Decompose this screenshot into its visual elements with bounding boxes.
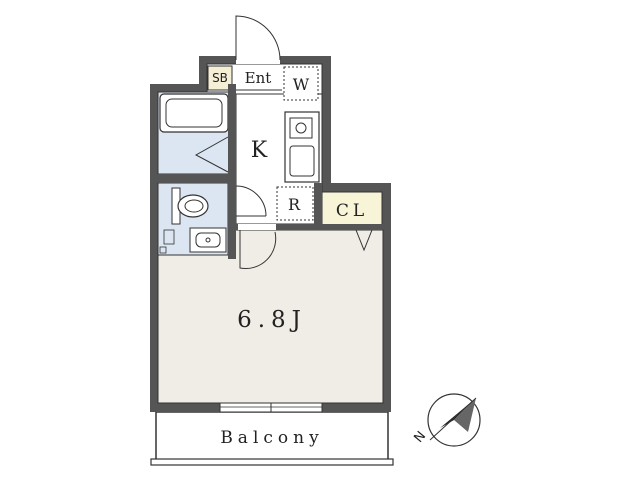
small-cabinet xyxy=(163,229,175,245)
refrigerator-space xyxy=(276,186,314,221)
room-door-gap xyxy=(238,224,276,230)
north-compass: N xyxy=(412,393,481,447)
washer-label: W xyxy=(293,75,310,94)
closet-doors xyxy=(355,229,373,252)
entrance-door-gap xyxy=(236,56,280,64)
partition-wall xyxy=(236,224,383,230)
balcony-base xyxy=(150,458,394,466)
toilet-bowl xyxy=(177,194,209,218)
stove-burner xyxy=(295,122,307,134)
basin-drain xyxy=(205,237,211,243)
room-floor xyxy=(157,229,384,404)
compass-needle-light xyxy=(454,398,476,432)
compass-needle-dark xyxy=(440,398,476,428)
partition-wall xyxy=(158,174,236,183)
balcony-area xyxy=(155,411,389,463)
stove xyxy=(289,117,313,139)
compass-axis xyxy=(429,397,477,441)
north-label: N xyxy=(412,429,430,446)
basin-bowl xyxy=(195,232,221,248)
washer-space xyxy=(283,66,319,101)
shoe-box-label: SB xyxy=(212,71,228,85)
partition-wall xyxy=(228,84,236,259)
partition-wall xyxy=(314,183,322,224)
room-door-swing xyxy=(239,230,277,270)
entrance-label: Ent xyxy=(245,69,272,87)
room-size-label: 6.8J xyxy=(237,307,307,333)
toilet-door-swing xyxy=(235,185,267,217)
entrance-door-swing xyxy=(235,15,281,61)
balcony-label: Balcony xyxy=(220,428,323,448)
small-drain xyxy=(159,246,167,254)
toilet-seat xyxy=(184,199,204,213)
kitchen-label: K xyxy=(251,138,268,163)
bathtub-inner xyxy=(165,98,223,128)
wash-basin xyxy=(189,227,227,253)
closet-label: CL xyxy=(336,201,368,221)
refrigerator-label: R xyxy=(288,195,301,214)
kitchen-sink xyxy=(289,145,315,177)
bath-door xyxy=(194,136,229,173)
closet xyxy=(321,191,383,226)
